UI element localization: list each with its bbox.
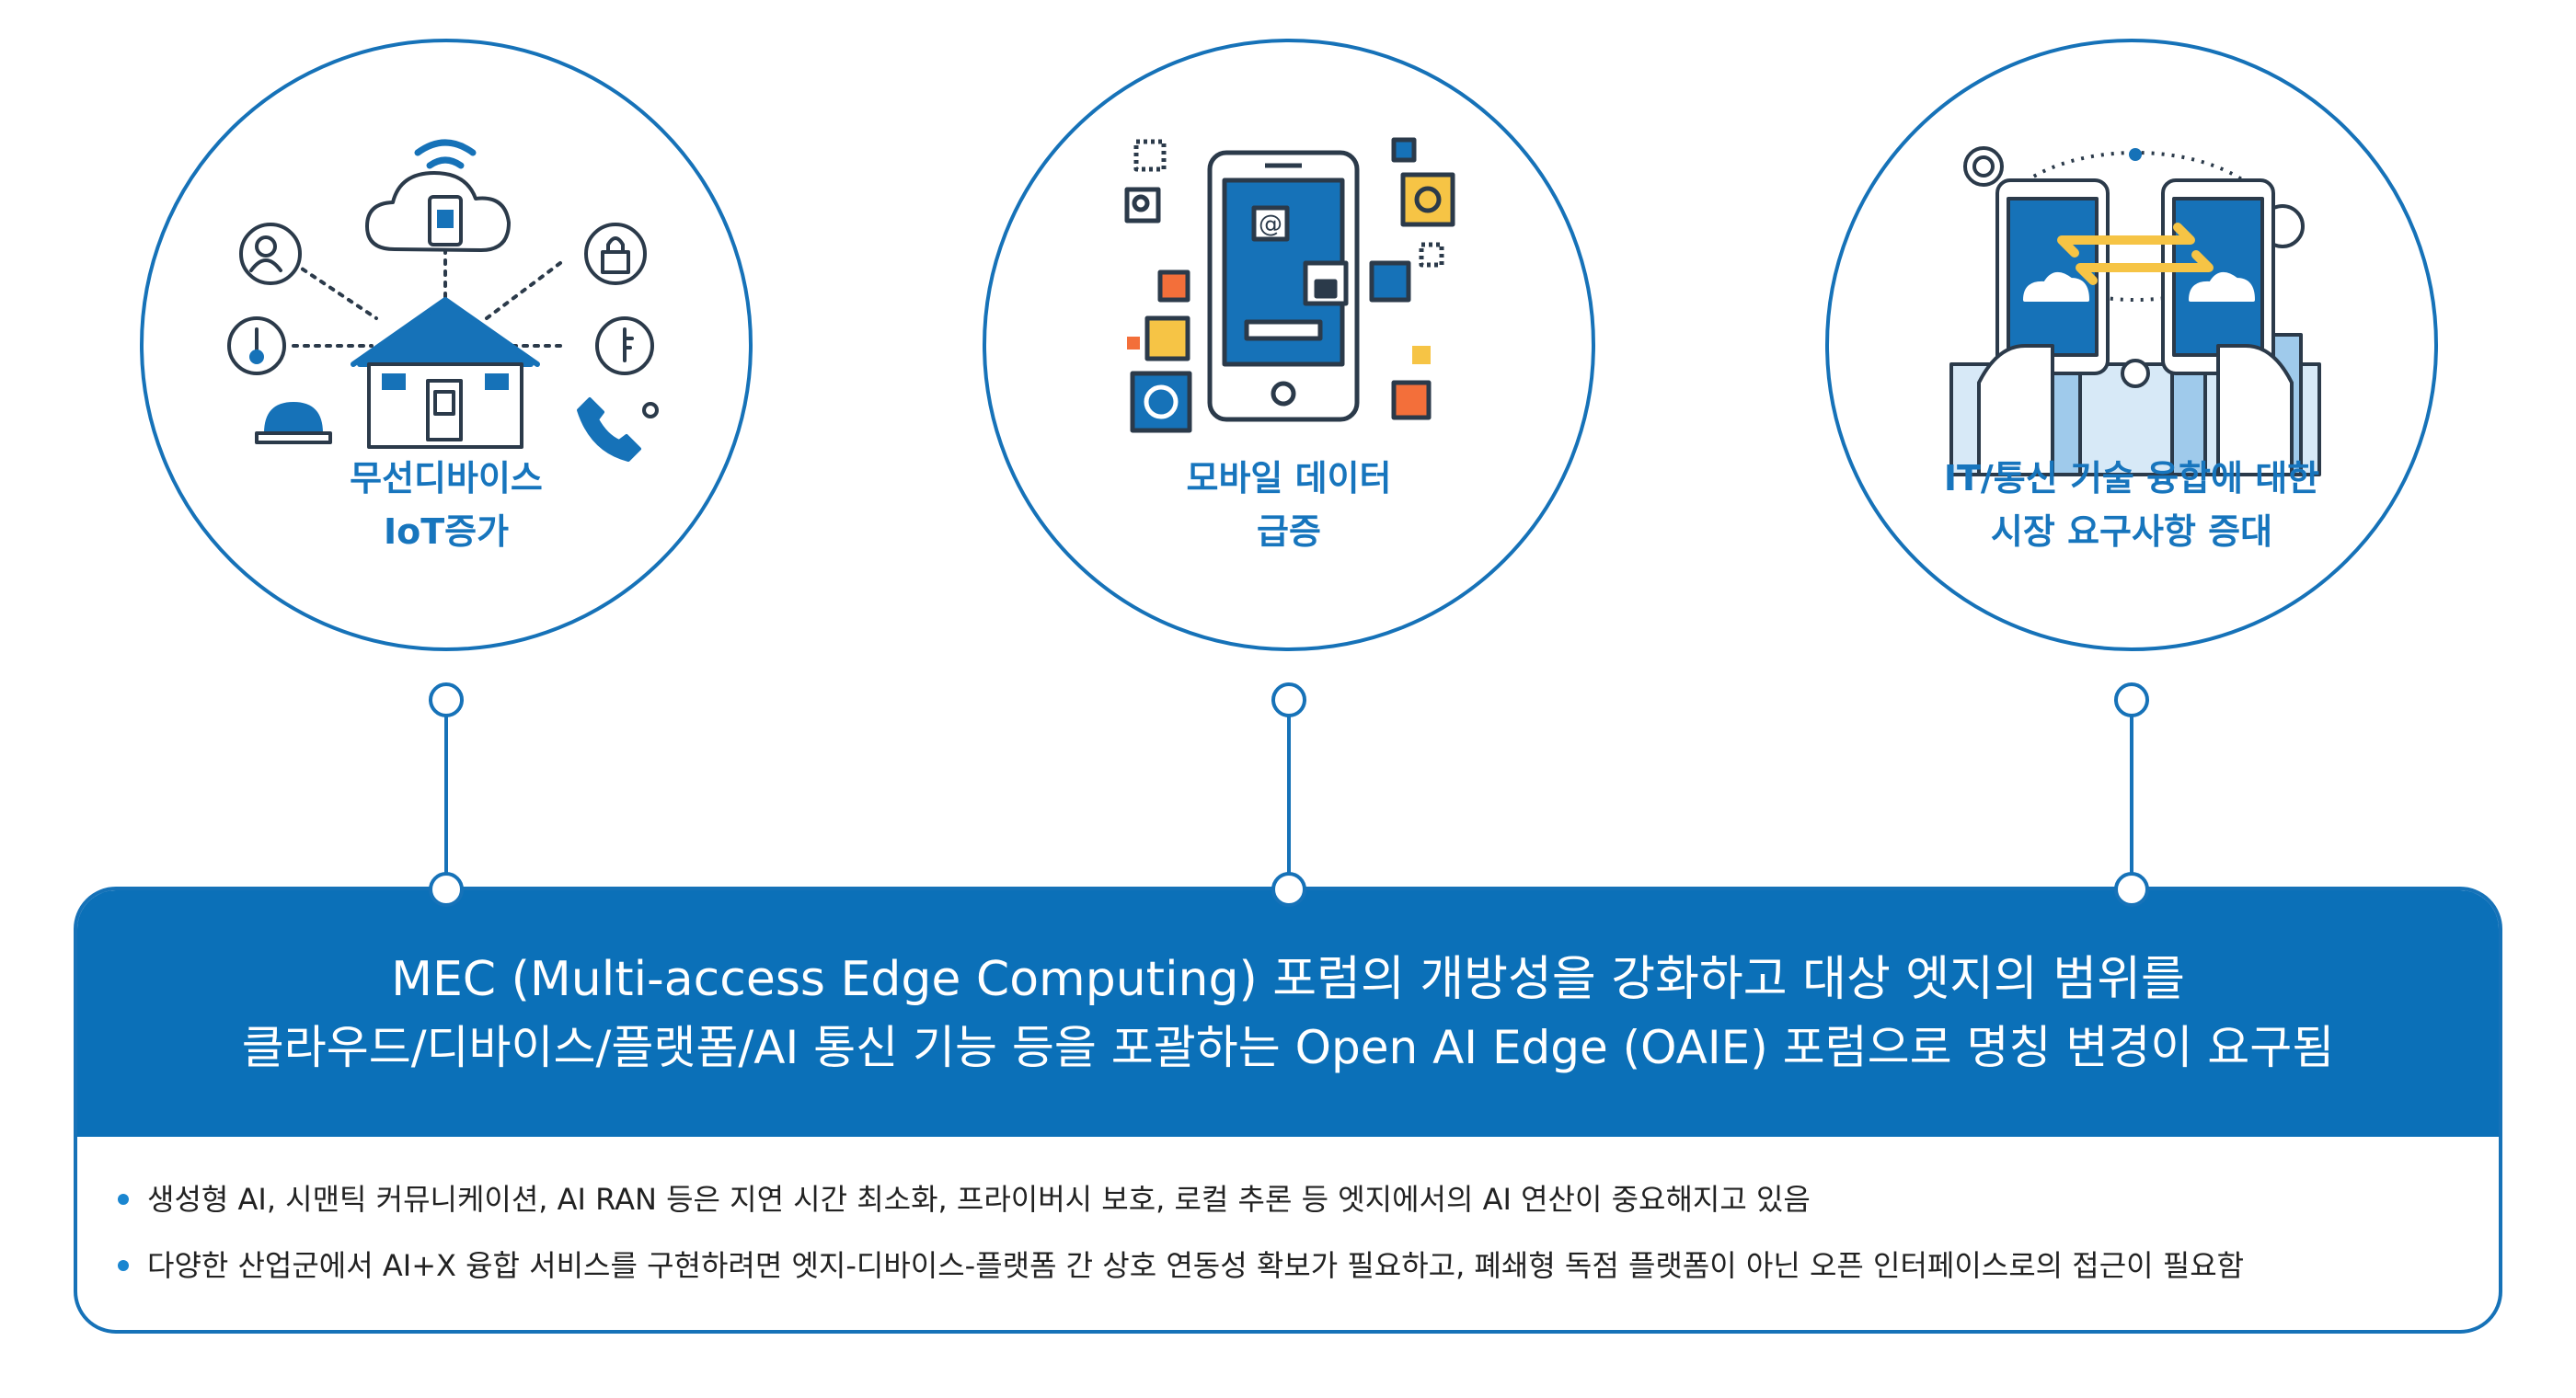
smart-home-iot-icon: [227, 139, 659, 462]
circle-label-mobile-data: 모바일 데이터 급증: [1186, 458, 1392, 552]
headline-banner: MEC (Multi-access Edge Computing) 포럼의 개방…: [77, 890, 2499, 1137]
connector-node-top-3: [2114, 682, 2149, 717]
bullet-item: 생성형 AI, 시맨틱 커뮤니케이션, AI RAN 등은 지연 시간 최소화,…: [114, 1166, 2462, 1232]
connector-node-bottom-2: [1271, 872, 1306, 907]
bullet-dot-icon: [118, 1194, 129, 1205]
headline-line2: 클라우드/디바이스/플랫폼/AI 통신 기능 등을 포괄하는 Open AI E…: [241, 1021, 2335, 1074]
bullet-text: 다양한 산업군에서 AI+X 융합 서비스를 구현하려면 엣지-디바이스-플랫폼…: [147, 1248, 2245, 1283]
circle-mobile-data: @ 모바일 데이터 급증: [983, 39, 1595, 651]
bullet-dot-icon: [118, 1260, 129, 1271]
circle-it-convergence: IT/통신 기술 융합에 대한 시장 요구사항 증대: [1825, 39, 2438, 651]
connector-node-bottom-1: [429, 872, 464, 907]
connector-line-2: [1287, 701, 1291, 892]
connector-line-3: [2130, 701, 2133, 892]
connector-line-1: [444, 701, 448, 892]
bullet-text: 생성형 AI, 시맨틱 커뮤니케이션, AI RAN 등은 지연 시간 최소화,…: [147, 1182, 1811, 1217]
connector-node-top-2: [1271, 682, 1306, 717]
circle-label-wireless-iot: 무선디바이스 IoT증가: [350, 458, 543, 552]
connector-node-bottom-3: [2114, 872, 2149, 907]
summary-box: MEC (Multi-access Edge Computing) 포럼의 개방…: [74, 887, 2502, 1334]
connector-node-top-1: [429, 682, 464, 717]
mobile-apps-icon: @: [1124, 137, 1455, 433]
bullet-item: 다양한 산업군에서 AI+X 융합 서비스를 구현하려면 엣지-디바이스-플랫폼…: [114, 1232, 2462, 1299]
circle-label-it-convergence: IT/통신 기술 융합에 대한 시장 요구사항 증대: [1943, 458, 2320, 552]
headline-line1: MEC (Multi-access Edge Computing) 포럼의 개방…: [391, 952, 2185, 1007]
svg-text:@: @: [1259, 211, 1282, 238]
circle-wireless-iot: 무선디바이스 IoT증가: [140, 39, 753, 651]
bullet-list: 생성형 AI, 시맨틱 커뮤니케이션, AI RAN 등은 지연 시간 최소화,…: [114, 1166, 2462, 1299]
phone-data-exchange-city-icon: [1949, 146, 2321, 476]
